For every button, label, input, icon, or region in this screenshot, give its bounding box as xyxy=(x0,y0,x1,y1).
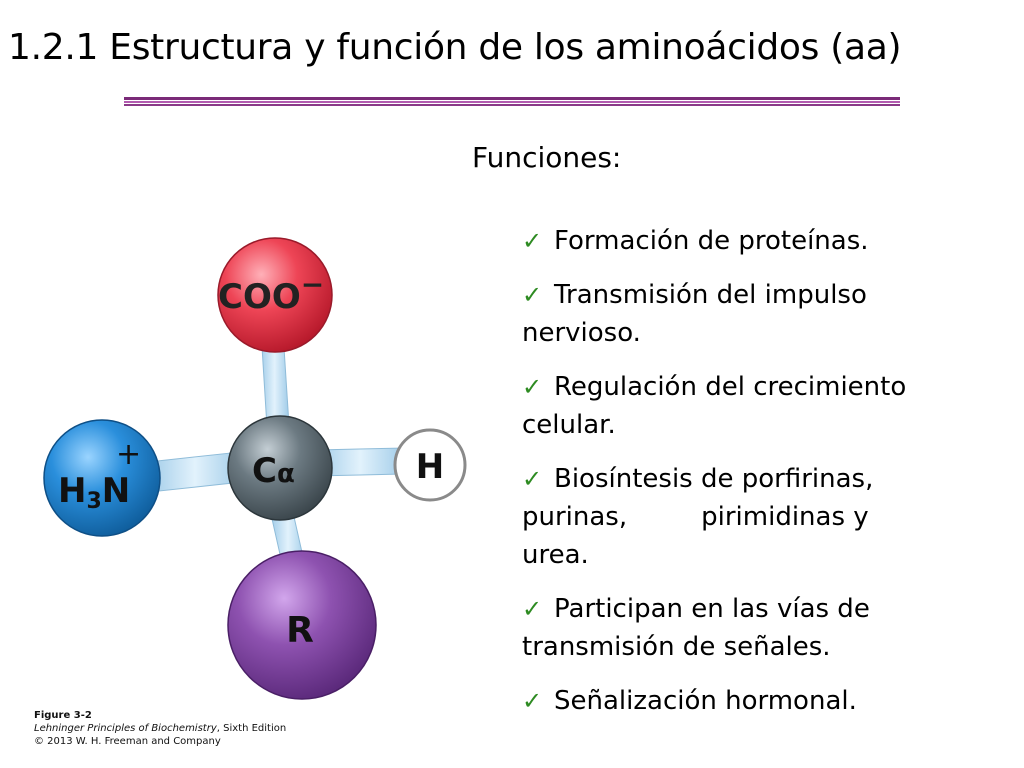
amino-group xyxy=(43,419,161,537)
functions-heading: Funciones: xyxy=(472,141,622,174)
carboxyl-label: COO xyxy=(218,277,301,317)
amino-acid-structure: COO− + H3N Cα H R xyxy=(43,237,467,700)
function-item: ✓Formación de proteínas. xyxy=(522,222,972,260)
side-chain-group xyxy=(227,550,377,700)
caption-figure-number: Figure 3-2 xyxy=(34,710,92,721)
function-item: ✓Regulación del crecimiento celular. xyxy=(522,368,972,444)
checkmark-icon: ✓ xyxy=(522,227,543,255)
caption-source: Lehninger Principles of Biochemistry, Si… xyxy=(34,722,286,735)
checkmark-icon: ✓ xyxy=(522,687,543,715)
svg-text:COO−: COO− xyxy=(218,268,324,317)
function-item: ✓Señalización hormonal. xyxy=(522,682,972,720)
function-item: ✓Transmisión del impulso nervioso. xyxy=(522,276,972,352)
alpha-carbon xyxy=(227,415,333,521)
checkmark-icon: ✓ xyxy=(522,281,543,309)
svg-text:H3N: H3N xyxy=(58,471,130,514)
alpha-carbon-label: C xyxy=(252,451,277,491)
amino-nitrogen: N xyxy=(102,471,130,511)
checkmark-icon: ✓ xyxy=(522,465,543,493)
function-item: ✓Biosíntesis de porfirinas, purinas,piri… xyxy=(522,460,972,574)
title-divider-middle xyxy=(124,101,900,103)
hydrogen-label: H xyxy=(416,447,444,487)
function-item: ✓Participan en las vías de transmisión d… xyxy=(522,590,972,666)
caption-copyright: © 2013 W. H. Freeman and Company xyxy=(34,736,221,747)
amino-hydrogen: H xyxy=(58,471,86,511)
hydrogen-atom xyxy=(393,428,467,502)
figure-caption: Figure 3-2 Lehninger Principles of Bioch… xyxy=(34,709,286,748)
amino-subscript: 3 xyxy=(86,489,101,514)
functions-list: ✓Formación de proteínas. ✓Transmisión de… xyxy=(522,222,972,736)
slide-title: 1.2.1 Estructura y función de los aminoá… xyxy=(8,27,902,68)
checkmark-icon: ✓ xyxy=(522,595,543,623)
carboxyl-charge: − xyxy=(301,268,324,301)
title-divider xyxy=(124,97,900,100)
alpha-symbol: α xyxy=(277,459,295,489)
checkmark-icon: ✓ xyxy=(522,373,543,401)
svg-text:Cα: Cα xyxy=(252,451,295,491)
amino-charge: + xyxy=(116,437,141,472)
caption-edition: , Sixth Edition xyxy=(216,723,287,734)
carboxyl-group xyxy=(217,237,333,353)
side-chain-label: R xyxy=(286,610,314,651)
caption-book-title: Lehninger Principles of Biochemistry xyxy=(34,723,217,734)
title-divider-bottom xyxy=(124,104,900,106)
